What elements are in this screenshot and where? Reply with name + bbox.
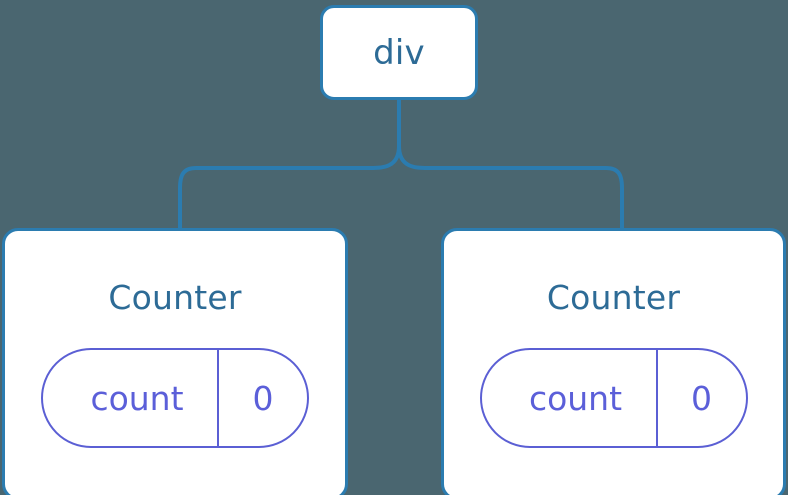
state-key-right: count xyxy=(528,378,623,418)
state-pill-divider-right xyxy=(655,350,658,446)
edge-div-to-counter-left xyxy=(178,145,401,230)
state-pill-divider-left xyxy=(217,350,219,446)
state-value-right: 0 xyxy=(691,378,712,418)
state-value-left: 0 xyxy=(252,378,274,418)
edge-div-to-counter-right xyxy=(397,145,624,230)
node-div-label: div xyxy=(373,32,425,73)
node-counter-left-title: Counter xyxy=(108,278,242,317)
state-key-left: count xyxy=(90,378,184,418)
state-pill-left[interactable]: count 0 xyxy=(41,348,309,448)
node-div[interactable]: div xyxy=(320,5,478,100)
node-counter-right-title: Counter xyxy=(546,278,681,317)
node-counter-right[interactable]: Counter count 0 xyxy=(441,228,786,495)
node-counter-left[interactable]: Counter count 0 xyxy=(2,228,348,495)
state-pill-right[interactable]: count 0 xyxy=(479,348,748,448)
